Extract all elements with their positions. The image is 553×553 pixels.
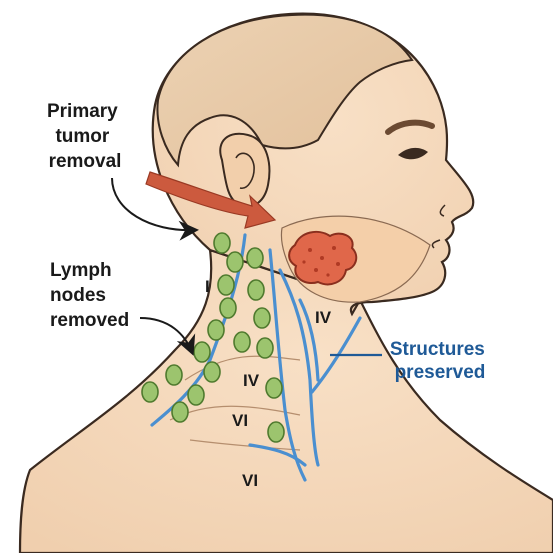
- lymph-nodes: [141, 232, 285, 443]
- lymph-node: [217, 274, 235, 296]
- lymph-node: [265, 377, 283, 399]
- tumor-spots: [302, 246, 340, 277]
- lymph-node: [171, 401, 189, 423]
- lymph-node: [219, 297, 237, 319]
- eye-icon: [398, 147, 428, 160]
- lymph-node: [187, 384, 205, 406]
- level-label-vi-lower: VI: [242, 471, 258, 490]
- lymph-node: [193, 341, 211, 363]
- lymph-node: [226, 251, 244, 273]
- lymph-node: [233, 331, 251, 353]
- lymph-node: [165, 364, 183, 386]
- level-label-vi-upper: VI: [232, 411, 248, 430]
- level-label-i: I: [205, 277, 210, 296]
- shoulder-body: [18, 248, 553, 553]
- level-label-iv-right: IV: [315, 308, 332, 327]
- lymph-node: [207, 319, 225, 341]
- ear-icon: [219, 132, 271, 208]
- lymph-node: [256, 337, 274, 359]
- lymph-node: [267, 421, 285, 443]
- label-lymph-nodes-removed: Lymph nodes removed: [50, 260, 129, 331]
- lymph-node: [141, 381, 159, 403]
- lymph-node: [247, 279, 265, 301]
- label-primary-tumor-removal: Primary tumor removal: [47, 101, 123, 172]
- lymph-node: [246, 247, 264, 269]
- lymph-node: [253, 307, 271, 329]
- label-structures-preserved: Structures preserved: [390, 339, 490, 383]
- nostril: [439, 204, 446, 217]
- callout-arrow-nodes: [139, 317, 196, 356]
- hair: [156, 13, 414, 168]
- level-label-iv-center: IV: [243, 371, 260, 390]
- lips: [431, 239, 441, 249]
- ear-inner: [235, 152, 255, 189]
- lymph-node: [203, 361, 221, 383]
- eyebrow: [385, 119, 435, 135]
- lymph-node: [213, 232, 231, 254]
- callout-arrow-tumor: [111, 177, 199, 241]
- tumor-arrow-icon: [145, 171, 277, 229]
